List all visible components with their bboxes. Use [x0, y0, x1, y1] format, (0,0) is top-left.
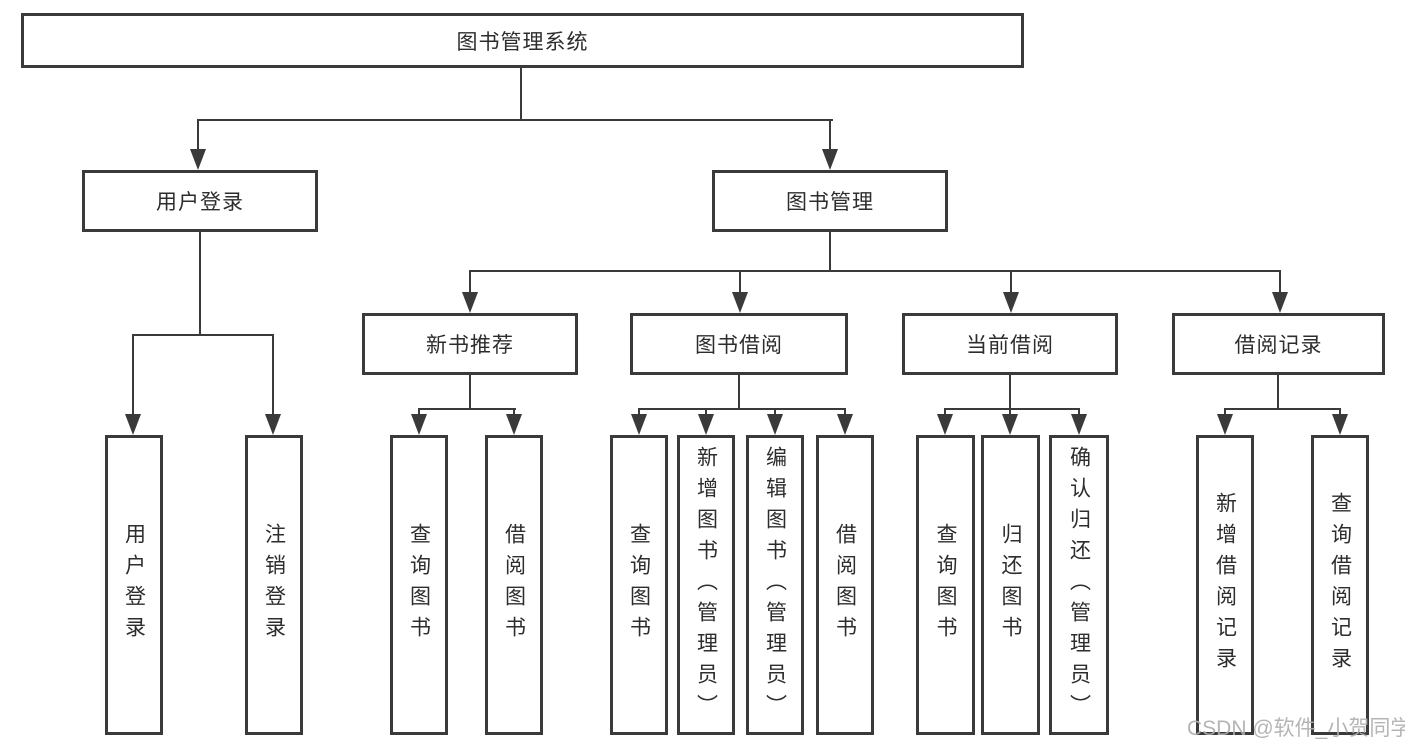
node-user-login: 用户登录 [82, 170, 318, 232]
connector-line [197, 119, 199, 155]
node-label: 借阅记录 [1234, 334, 1323, 357]
node-label: 借阅图书 [833, 523, 857, 647]
arrowhead-icon [937, 414, 953, 435]
node-label: 借阅图书 [502, 523, 526, 647]
node-label: 编辑图书（管理员） [763, 445, 787, 725]
node-label: 图书借阅 [695, 334, 783, 357]
arrowhead-icon [411, 414, 427, 435]
arrowhead-icon [732, 292, 748, 313]
node-label: 确认归还（管理员） [1067, 445, 1091, 725]
arrowhead-icon [698, 414, 714, 435]
connector-line [197, 119, 833, 121]
connector-line [469, 375, 471, 410]
node-edit-book-admin: 编辑图书（管理员） [746, 435, 804, 735]
node-label: 新增图书（管理员） [694, 445, 718, 725]
connector-line [638, 408, 846, 410]
arrowhead-icon [837, 414, 853, 435]
connector-line [520, 68, 522, 120]
node-label: 图书管理系统 [456, 30, 589, 54]
node-add-book-admin: 新增图书（管理员） [677, 435, 735, 735]
node-library-management-system: 图书管理系统 [21, 13, 1024, 68]
node-book-borrowing: 图书借阅 [630, 313, 848, 375]
arrowhead-icon [190, 149, 206, 170]
csdn-watermark: CSDN @软件_小贺同学 [1187, 717, 1405, 740]
node-borrow-books-action: 借阅图书 [816, 435, 874, 735]
arrowhead-icon [125, 414, 141, 435]
node-book-management: 图书管理 [712, 170, 948, 232]
connector-line [469, 270, 471, 295]
node-label: 当前借阅 [966, 334, 1054, 357]
arrowhead-icon [1217, 414, 1233, 435]
connector-line [829, 119, 831, 155]
node-user-login-action: 用户登录 [105, 435, 163, 735]
arrowhead-icon [767, 414, 783, 435]
connector-line [829, 232, 831, 272]
connector-line [418, 408, 516, 410]
connector-line [132, 334, 134, 416]
arrowhead-icon [462, 292, 478, 313]
node-current-borrowing: 当前借阅 [902, 313, 1118, 375]
node-confirm-return-admin: 确认归还（管理员） [1049, 435, 1109, 735]
node-label: 用户登录 [122, 523, 146, 647]
arrowhead-icon [265, 414, 281, 435]
node-return-books: 归还图书 [981, 435, 1040, 735]
node-query-books-borrowing: 查询图书 [610, 435, 668, 735]
node-query-books-current: 查询图书 [916, 435, 975, 735]
connector-line [1224, 408, 1341, 410]
node-label: 查询图书 [407, 523, 431, 647]
node-label: 归还图书 [999, 523, 1022, 647]
node-add-borrow-record: 新增借阅记录 [1196, 435, 1254, 735]
connector-line [272, 334, 274, 416]
node-label: 注销登录 [262, 523, 286, 647]
arrowhead-icon [822, 149, 838, 170]
arrowhead-icon [1332, 414, 1348, 435]
node-label: 查询借阅记录 [1328, 492, 1352, 678]
connector-line [1277, 375, 1279, 410]
node-new-book-recommendation: 新书推荐 [362, 313, 578, 375]
arrowhead-icon [1003, 292, 1019, 313]
connector-line [1279, 270, 1281, 295]
arrowhead-icon [1002, 414, 1018, 435]
node-label: 新书推荐 [426, 334, 514, 357]
node-label: 新增借阅记录 [1213, 492, 1237, 678]
node-borrowing-records: 借阅记录 [1172, 313, 1385, 375]
connector-line [132, 334, 274, 336]
node-label: 图书管理 [786, 191, 874, 214]
node-logout: 注销登录 [245, 435, 303, 735]
node-label: 查询图书 [627, 523, 651, 647]
connector-line [199, 232, 201, 336]
node-query-books-recommend: 查询图书 [390, 435, 448, 735]
connector-line [1010, 270, 1012, 295]
connector-line [944, 408, 1080, 410]
connector-line [739, 270, 741, 295]
connector-line [738, 375, 740, 410]
arrowhead-icon [1071, 414, 1087, 435]
arrowhead-icon [631, 414, 647, 435]
node-borrow-books-recommend: 借阅图书 [485, 435, 543, 735]
connector-line [1009, 375, 1011, 410]
arrowhead-icon [506, 414, 522, 435]
connector-line [469, 270, 1281, 272]
node-label: 用户登录 [156, 191, 244, 214]
arrowhead-icon [1272, 292, 1288, 313]
node-query-borrow-record: 查询借阅记录 [1311, 435, 1369, 735]
node-label: 查询图书 [934, 523, 957, 647]
